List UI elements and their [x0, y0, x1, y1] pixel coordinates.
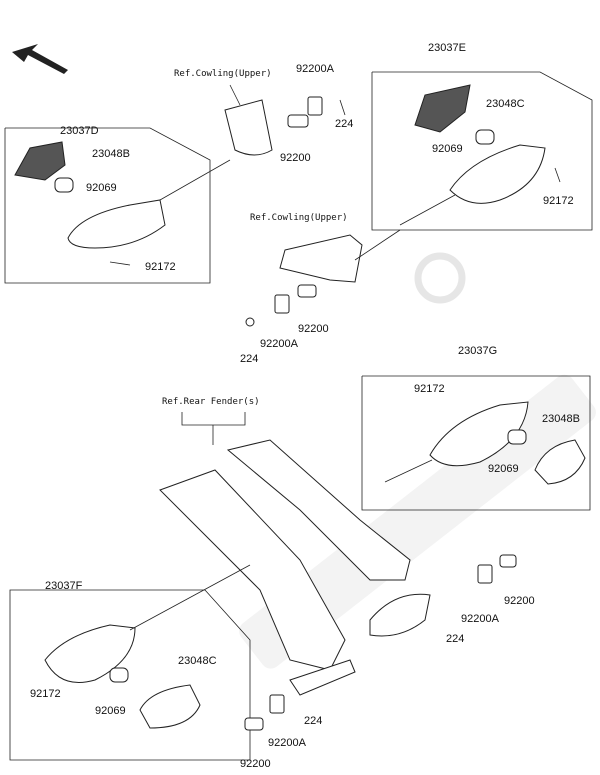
label-ref-rear-fender: Ref.Rear Fender(s): [162, 397, 260, 407]
label-92200: 92200: [298, 323, 329, 335]
label-ref-cowling-upper: Ref.Cowling(Upper): [250, 213, 348, 223]
front-direction-arrow-icon: [12, 44, 68, 74]
gear-watermark-icon: [414, 252, 466, 304]
group-box-23037E: [371, 71, 593, 231]
label-92200A: 92200A: [268, 737, 307, 749]
label-23037F: 23037F: [45, 580, 83, 592]
label-92069: 92069: [432, 143, 463, 155]
label-92172: 92172: [145, 261, 176, 273]
label-224: 224: [446, 633, 464, 645]
group-box-23037G: [361, 375, 591, 511]
label-92200A: 92200A: [461, 613, 500, 625]
watermark-band: [239, 374, 596, 669]
label-23048B: 23048B: [542, 413, 580, 425]
label-92172: 92172: [414, 383, 445, 395]
front-right-signal-part: [399, 84, 561, 226]
label-92200: 92200: [504, 595, 535, 607]
label-23048C: 23048C: [178, 655, 217, 667]
label-224: 224: [240, 353, 258, 365]
label-23037D: 23037D: [60, 125, 99, 137]
label-23037E: 23037E: [428, 42, 466, 54]
label-23037G: 23037G: [458, 345, 497, 357]
label-224: 224: [335, 118, 353, 130]
label-92172: 92172: [543, 195, 574, 207]
label-224: 224: [304, 715, 322, 727]
cowling-upper-mid-part: [245, 229, 401, 327]
label-92069: 92069: [86, 182, 117, 194]
label-92069: 92069: [95, 705, 126, 717]
rear-right-signal-part: [384, 401, 586, 485]
group-box-23037F: [9, 589, 251, 761]
group-box-23037D: [4, 127, 211, 284]
label-92069: 92069: [488, 463, 519, 475]
label-92200: 92200: [240, 758, 271, 770]
cowling-upper-top-part: [224, 84, 346, 156]
label-ref-cowling-upper: Ref.Cowling(Upper): [174, 69, 272, 79]
front-left-signal-part: [14, 141, 231, 266]
rear-fender-frame-part: [159, 412, 431, 696]
label-92200: 92200: [280, 152, 311, 164]
rear-left-signal-part: [44, 554, 517, 731]
label-23048B: 23048B: [92, 148, 130, 160]
label-23048C: 23048C: [486, 98, 525, 110]
label-92172: 92172: [30, 688, 61, 700]
label-92200A: 92200A: [260, 338, 299, 350]
label-92200A: 92200A: [296, 63, 335, 75]
